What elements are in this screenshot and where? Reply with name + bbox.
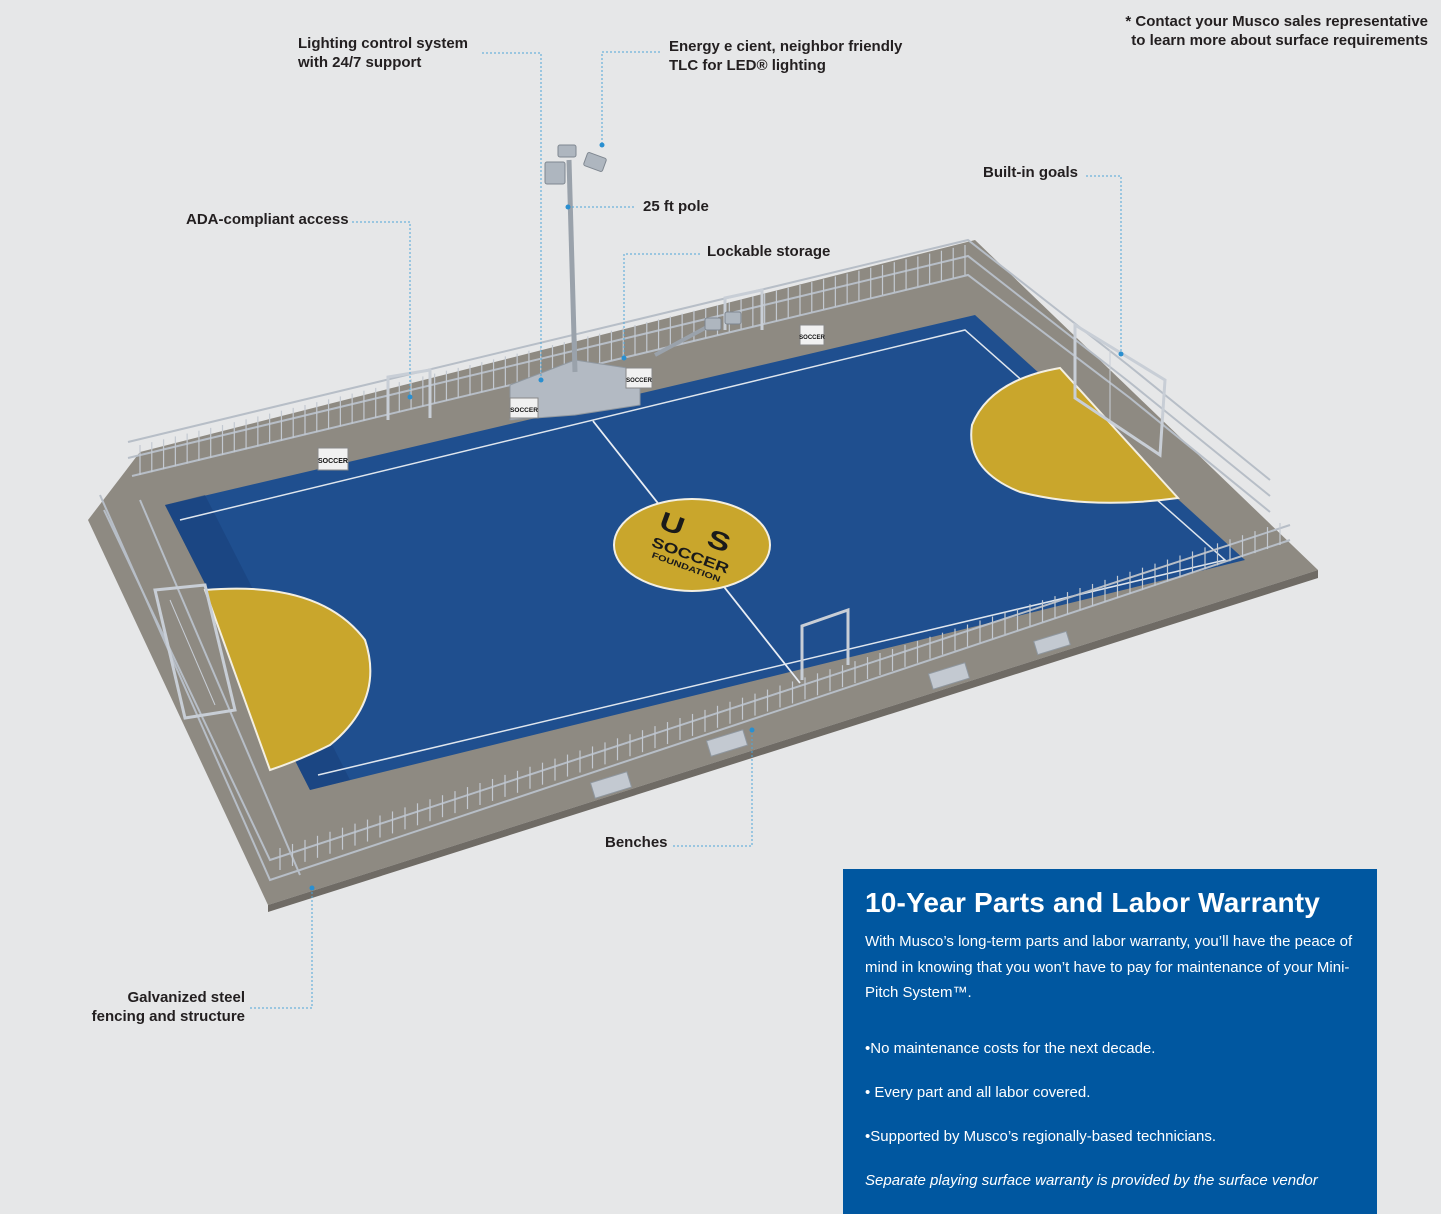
leader-dot-pole [565,204,571,210]
leader-dot-storage [621,355,627,361]
perimeter-fence [99,238,1291,882]
label-benches: Benches [605,834,668,851]
leader-dot-steel [309,885,315,891]
warranty-panel: 10-Year Parts and Labor Warranty With Mu… [843,869,1377,1214]
label-pole: 25 ft pole [643,198,709,215]
fence-sign-2-text: SOCCER [510,407,538,414]
warranty-bullet-1: •No maintenance costs for the next decad… [865,1039,1156,1057]
fence-sign-4-text: SOCCER [799,335,825,341]
label-energy-efficient: Energy e cient, neighbor friendly TLC fo… [669,37,902,75]
fence-sign-2: SOCCER [509,397,539,419]
label-energy-line2: TLC for LED® lighting [669,57,826,74]
left-goal [153,583,237,720]
fence-sign-1: SOCCER [317,447,349,471]
left-penalty-arc [203,587,372,772]
fence-pickets [139,245,1281,870]
warranty-bullet-2: • Every part and all labor covered. [865,1083,1091,1101]
label-steel-line1: Galvanized steel [127,989,245,1006]
label-built-in-goals: Built-in goals [983,164,1078,181]
second-light-fixture [654,311,742,357]
right-goal [1073,322,1167,458]
leader-dot-lighting [538,377,544,383]
warranty-title: 10-Year Parts and Labor Warranty [865,887,1321,918]
leader-lines [250,51,1124,1009]
leader-goals [1086,175,1122,352]
label-ada-access: ADA-compliant access [186,211,349,228]
label-lighting-control-line1: Lighting control system [298,35,469,52]
fence-sign-4: SOCCER [799,324,826,346]
leader-dot-ada [407,394,413,400]
label-lighting-control: Lighting control system with 24/7 suppor… [298,34,468,72]
leader-ada [352,221,411,395]
light-pole [566,159,578,373]
surface-requirements-note: * Contact your Musco sales representativ… [1125,12,1428,50]
label-energy-line1: Energy e cient, neighbor friendly [669,38,903,55]
center-circle [613,498,771,592]
right-penalty-arc [970,366,1181,504]
leader-energy [601,51,660,143]
leader-steel [250,890,313,1009]
label-galvanized-steel: Galvanized steel fencing and structure [88,988,245,1026]
benches [589,630,1071,799]
label-lockable-storage: Lockable storage [707,243,831,260]
label-lighting-control-line2: with 24/7 support [298,54,422,71]
label-steel-line2: fencing and structure [91,1008,245,1025]
warranty-fine-print: Separate playing surface warranty is pro… [865,1171,1318,1189]
leader-storage [623,253,700,356]
slab-edge [268,570,1318,912]
leader-lighting-control [482,52,542,378]
note-line1: * Contact your Musco sales representativ… [1125,13,1428,30]
leader-dot-goals [1118,351,1124,357]
leader-dot-benches [749,727,755,733]
fence-sign-3: SOCCER [625,367,653,389]
warranty-bullet-3: •Supported by Musco’s regionally-based t… [865,1127,1217,1145]
note-line2: to learn more about surface requirements [1131,32,1428,49]
fence-sign-1-text: SOCCER [318,458,348,465]
leader-dot-energy [599,142,605,148]
fence-sign-3-text: SOCCER [626,378,652,384]
led-fixture-head [544,144,607,185]
warranty-intro: With Musco’s long-term parts and labor w… [865,933,1353,1001]
